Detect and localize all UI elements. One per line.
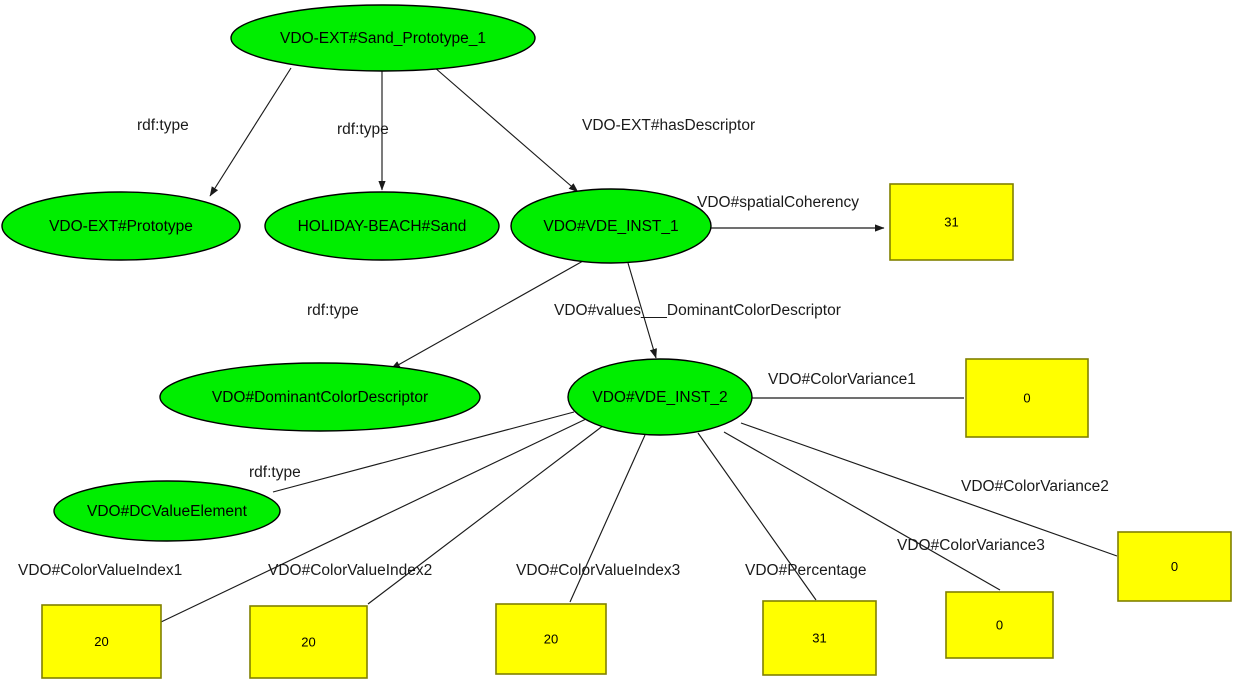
literals-layer: 31 0 0 0 31 20 20 20 — [41, 183, 1232, 679]
edge-label-e_values_dcd: VDO#values___DominantColorDescriptor — [554, 302, 841, 319]
node-shape-sand_prototype_1 — [230, 4, 536, 72]
node-holiday_sand[interactable]: HOLIDAY-BEACH#Sand — [264, 191, 500, 261]
literal-value-lit_color_value_index2: 20 — [301, 634, 315, 649]
literal-value-lit_color_value_index1: 20 — [94, 634, 108, 649]
literal-lit_color_variance1[interactable]: 0 — [965, 358, 1089, 438]
edges-layer — [160, 66, 1118, 623]
nodes-layer: VDO-EXT#Sand_Prototype_1VDO-EXT#Prototyp… — [1, 4, 753, 542]
node-label-dc_value_element: VDO#DCValueElement — [87, 503, 248, 520]
node-shape-holiday_sand — [264, 191, 500, 261]
edge-label-e_rdftype_dcd: rdf:type — [307, 302, 359, 319]
node-sand_prototype_1[interactable]: VDO-EXT#Sand_Prototype_1 — [230, 4, 536, 72]
literal-lit_spatial_coherency[interactable]: 31 — [889, 183, 1014, 261]
edge-label-e_percentage: VDO#Percentage — [745, 562, 867, 579]
literal-value-lit_color_variance2: 0 — [1171, 559, 1178, 574]
edge-label-e_color_value_index2: VDO#ColorValueIndex2 — [268, 562, 432, 579]
literal-lit_color_value_index2[interactable]: 20 — [249, 605, 368, 679]
edge-label-e_rdftype_prototype: rdf:type — [137, 117, 189, 134]
literal-lit_color_variance2[interactable]: 0 — [1117, 531, 1232, 602]
edge-e_color_value_index3 — [569, 434, 646, 603]
literal-box-lit_color_variance2 — [1117, 531, 1232, 602]
edge-e_values_dcd — [627, 262, 657, 359]
literal-box-lit_color_variance1 — [965, 358, 1089, 438]
edge-label-e_spatial_coherency: VDO#spatialCoherency — [697, 194, 859, 211]
edge-labels-layer: rdf:type rdf:type VDO-EXT#hasDescriptorVDO… — [18, 117, 1109, 579]
node-label-holiday_sand: HOLIDAY-BEACH#Sand — [298, 218, 467, 235]
edge-e_rdftype_dcd — [390, 260, 584, 370]
node-label-vde_inst_2: VDO#VDE_INST_2 — [592, 389, 727, 406]
literal-value-lit_color_variance3: 0 — [996, 617, 1003, 632]
edge-label-e_color_value_index1: VDO#ColorValueIndex1 — [18, 562, 182, 579]
node-shape-vde_inst_2 — [567, 358, 753, 436]
edge-label-e_rdftype_sand: rdf:type — [337, 121, 389, 138]
node-label-dominant_color_descriptor: VDO#DominantColorDescriptor — [212, 389, 428, 406]
node-shape-dominant_color_descriptor — [159, 362, 481, 432]
literal-box-lit_color_value_index3 — [495, 603, 607, 675]
edge-e_percentage — [697, 432, 817, 601]
edge-e_color_variance3 — [723, 431, 1001, 591]
node-shape-prototype — [1, 191, 241, 261]
node-label-sand_prototype_1: VDO-EXT#Sand_Prototype_1 — [280, 30, 486, 47]
literal-lit_percentage[interactable]: 31 — [762, 600, 877, 676]
edge-label-e_color_value_index3: VDO#ColorValueIndex3 — [516, 562, 680, 579]
node-label-prototype: VDO-EXT#Prototype — [49, 218, 193, 235]
literal-box-lit_spatial_coherency — [889, 183, 1014, 261]
node-vde_inst_1[interactable]: VDO#VDE_INST_1 — [510, 188, 712, 264]
literal-lit_color_value_index3[interactable]: 20 — [495, 603, 607, 675]
literal-lit_color_value_index1[interactable]: 20 — [41, 604, 162, 679]
node-dominant_color_descriptor[interactable]: VDO#DominantColorDescriptor — [159, 362, 481, 432]
literal-value-lit_color_value_index3: 20 — [544, 631, 558, 646]
node-vde_inst_2[interactable]: VDO#VDE_INST_2 — [567, 358, 753, 436]
edge-e_hasdescriptor — [433, 66, 579, 193]
node-prototype[interactable]: VDO-EXT#Prototype — [1, 191, 241, 261]
literal-value-lit_spatial_coherency: 31 — [944, 214, 958, 229]
literal-value-lit_percentage: 31 — [812, 630, 826, 645]
node-shape-dc_value_element — [53, 480, 281, 542]
edge-e_color_value_index2 — [367, 424, 605, 605]
literal-box-lit_color_variance3 — [945, 591, 1054, 659]
edge-label-e_color_variance1: VDO#ColorVariance1 — [768, 371, 916, 388]
node-shape-vde_inst_1 — [510, 188, 712, 264]
node-label-vde_inst_1: VDO#VDE_INST_1 — [543, 218, 678, 235]
edge-e_color_value_index1 — [160, 418, 587, 623]
literal-box-lit_color_value_index2 — [249, 605, 368, 679]
edge-label-e_hasdescriptor: VDO-EXT#hasDescriptor — [582, 117, 755, 134]
edge-label-e_rdftype_dcvalue: rdf:type — [249, 464, 301, 481]
edge-label-e_color_variance2: VDO#ColorVariance2 — [961, 478, 1109, 495]
edge-e_rdftype_prototype — [209, 67, 292, 197]
node-dc_value_element[interactable]: VDO#DCValueElement — [53, 480, 281, 542]
literal-box-lit_percentage — [762, 600, 877, 676]
edge-e_color_variance2 — [740, 422, 1118, 557]
edge-e_rdftype_dcvalue — [272, 411, 575, 493]
literal-box-lit_color_value_index1 — [41, 604, 162, 679]
edge-label-e_color_variance3: VDO#ColorVariance3 — [897, 537, 1045, 554]
literal-value-lit_color_variance1: 0 — [1023, 390, 1030, 405]
literal-lit_color_variance3[interactable]: 0 — [945, 591, 1054, 659]
